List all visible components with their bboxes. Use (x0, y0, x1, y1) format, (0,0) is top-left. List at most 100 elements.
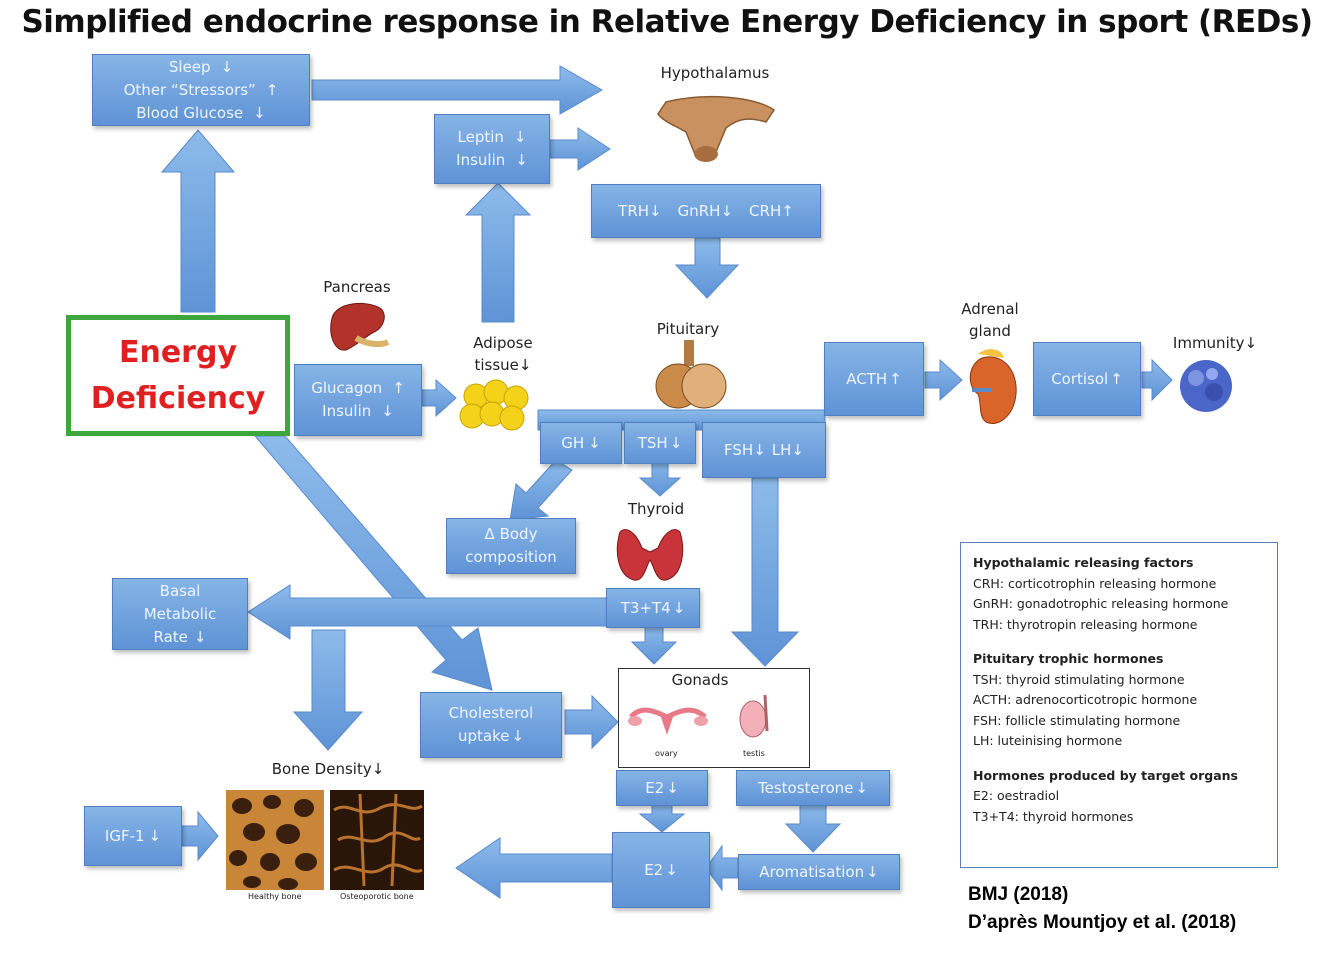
arrow-leptin-to-hypothalamus (549, 127, 611, 171)
down-arrow-icon: ↓ (371, 760, 385, 778)
energy-deficiency-box: Energy Deficiency (66, 315, 290, 436)
aromatisation-box: Aromatisation↓ (738, 854, 900, 890)
legend-heading: Pituitary trophic hormones (973, 651, 1164, 666)
down-arrow-icon: ↓ (588, 433, 601, 452)
bmr-line2: Metabolic (143, 604, 217, 623)
legend-item: TRH: thyrotropin releasing hormone (973, 616, 1198, 632)
acth-box: ACTH↑ (824, 342, 924, 416)
down-arrow-icon: ↓ (518, 356, 532, 374)
e2-text: E2 (645, 778, 665, 797)
gonads-label: Gonads (671, 671, 729, 689)
cortisol-text: Cortisol (1051, 369, 1109, 388)
adipose-tissue-image (459, 379, 529, 431)
arrow-releasing-to-pituitary (674, 237, 740, 299)
abbreviation-legend: Hypothalamic releasing factors CRH: cort… (960, 542, 1278, 868)
arrow-aromatisation-to-e2 (705, 844, 739, 892)
ovary-label: ovary (655, 749, 678, 758)
arrow-bmr-to-bone (292, 629, 364, 751)
body-comp-line2: composition (465, 548, 557, 566)
gh-box: GH↓ (540, 422, 622, 464)
sleep-text: Sleep (168, 57, 211, 76)
arrow-e2-to-bone (455, 837, 613, 899)
down-arrow-icon: ↓ (193, 627, 207, 646)
legend-item: T3+T4: thyroid hormones (973, 808, 1134, 824)
e2-bottom-box: E2↓ (612, 832, 710, 908)
stressors-box: Sleep↓ Other “Stressors”↑ Blood Glucose↓ (92, 54, 310, 126)
down-arrow-icon: ↓ (669, 433, 683, 452)
legend-item: LH: luteinising hormone (973, 733, 1123, 748)
osteoporotic-bone-label: Osteoporotic bone (340, 892, 414, 901)
arrow-gh-to-body-comp (509, 459, 573, 521)
tsh-text: TSH (637, 433, 668, 452)
fsh-lh-box: FSH↓ LH↓ (702, 422, 826, 478)
body-comp-line1: Δ Body (484, 525, 538, 543)
testis-image (739, 694, 769, 738)
hypothalamus-image (657, 95, 776, 162)
osteoporotic-bone-image (330, 790, 424, 890)
gnrh-item: GnRH↓ (677, 201, 734, 220)
blood-glucose-text: Blood Glucose (136, 103, 244, 122)
t3t4-text: T3+T4 (620, 598, 671, 617)
down-arrow-icon: ↓ (720, 201, 734, 220)
stressors-text: Other “Stressors” (123, 80, 256, 99)
glucagon-text: Glucagon (311, 379, 383, 397)
down-arrow-icon: ↓ (515, 151, 528, 169)
pituitary-image (655, 340, 727, 409)
down-arrow-icon: ↓ (649, 201, 662, 220)
insulin-text: Insulin (456, 151, 506, 169)
legend-item: TSH: thyroid stimulating hormone (973, 671, 1185, 687)
immunity-label: Immunity↓ (1172, 334, 1258, 352)
testosterone-text: Testosterone (758, 778, 854, 797)
arrow-t3t4-to-bmr (247, 584, 609, 640)
down-arrow-icon: ↓ (511, 727, 525, 745)
deficiency-word: Deficiency (90, 380, 266, 416)
arrow-cholesterol-to-gonads (564, 694, 619, 750)
arrow-igf-to-bone (181, 810, 219, 862)
adipose-label: Adipose tissue↓ (473, 334, 533, 374)
down-arrow-icon: ↓ (1244, 334, 1258, 352)
igf1-text: IGF-1 (104, 826, 145, 845)
down-arrow-icon: ↓ (672, 598, 686, 617)
testis-label: testis (743, 749, 765, 758)
up-arrow-icon: ↑ (889, 369, 902, 388)
leptin-text: Leptin (457, 128, 504, 146)
insulin-text: Insulin (322, 402, 372, 420)
citation-line1: BMJ (2018) (968, 884, 1069, 905)
glucagon-insulin-box: Glucagon↑ Insulin↓ (294, 364, 422, 436)
immunity-image (1180, 360, 1232, 412)
pancreas-label: Pancreas (323, 278, 391, 296)
legend-item: CRH: corticotrophin releasing hormone (973, 575, 1217, 591)
cholesterol-line2: uptake (457, 727, 510, 745)
adrenal-gland-image (969, 349, 1017, 424)
cholesterol-line1: Cholesterol (448, 704, 534, 722)
down-arrow-icon: ↓ (381, 402, 394, 420)
down-arrow-icon: ↓ (753, 440, 766, 459)
down-arrow-icon: ↓ (253, 103, 266, 122)
body-composition-box: Δ Body composition (446, 518, 576, 574)
citation-line2: D’après Mountjoy et al. (2018) (968, 912, 1237, 933)
legend-item: GnRH: gonadotrophic releasing hormone (973, 596, 1229, 611)
arrow-stressors-to-hypothalamus (311, 65, 604, 115)
e2-text: E2 (644, 860, 664, 879)
thyroid-label: Thyroid (627, 500, 685, 518)
acth-text: ACTH (846, 369, 888, 388)
fsh-item: FSH↓ (724, 440, 766, 459)
pancreas-image (330, 302, 390, 351)
cortisol-box: Cortisol↑ (1033, 342, 1141, 416)
trh-item: TRH↓ (618, 201, 662, 220)
up-arrow-icon: ↑ (1110, 369, 1123, 388)
lh-item: LH↓ (771, 440, 804, 459)
arrow-adipose-to-leptin (464, 182, 532, 323)
pituitary-label: Pituitary (656, 320, 720, 338)
gh-text: GH (561, 433, 585, 452)
arrow-cortisol-to-immunity (1141, 358, 1173, 402)
down-arrow-icon: ↓ (148, 826, 162, 845)
up-arrow-icon: ↑ (781, 201, 794, 220)
leptin-insulin-box: Leptin↓ Insulin↓ (434, 114, 550, 184)
arrow-glucagon-to-adipose (421, 378, 457, 418)
down-arrow-icon: ↓ (866, 862, 879, 881)
bmr-box: Basal Metabolic Rate↓ (112, 578, 248, 650)
adrenal-label: Adrenal gland (961, 300, 1019, 340)
arrow-testosterone-down (784, 803, 842, 853)
